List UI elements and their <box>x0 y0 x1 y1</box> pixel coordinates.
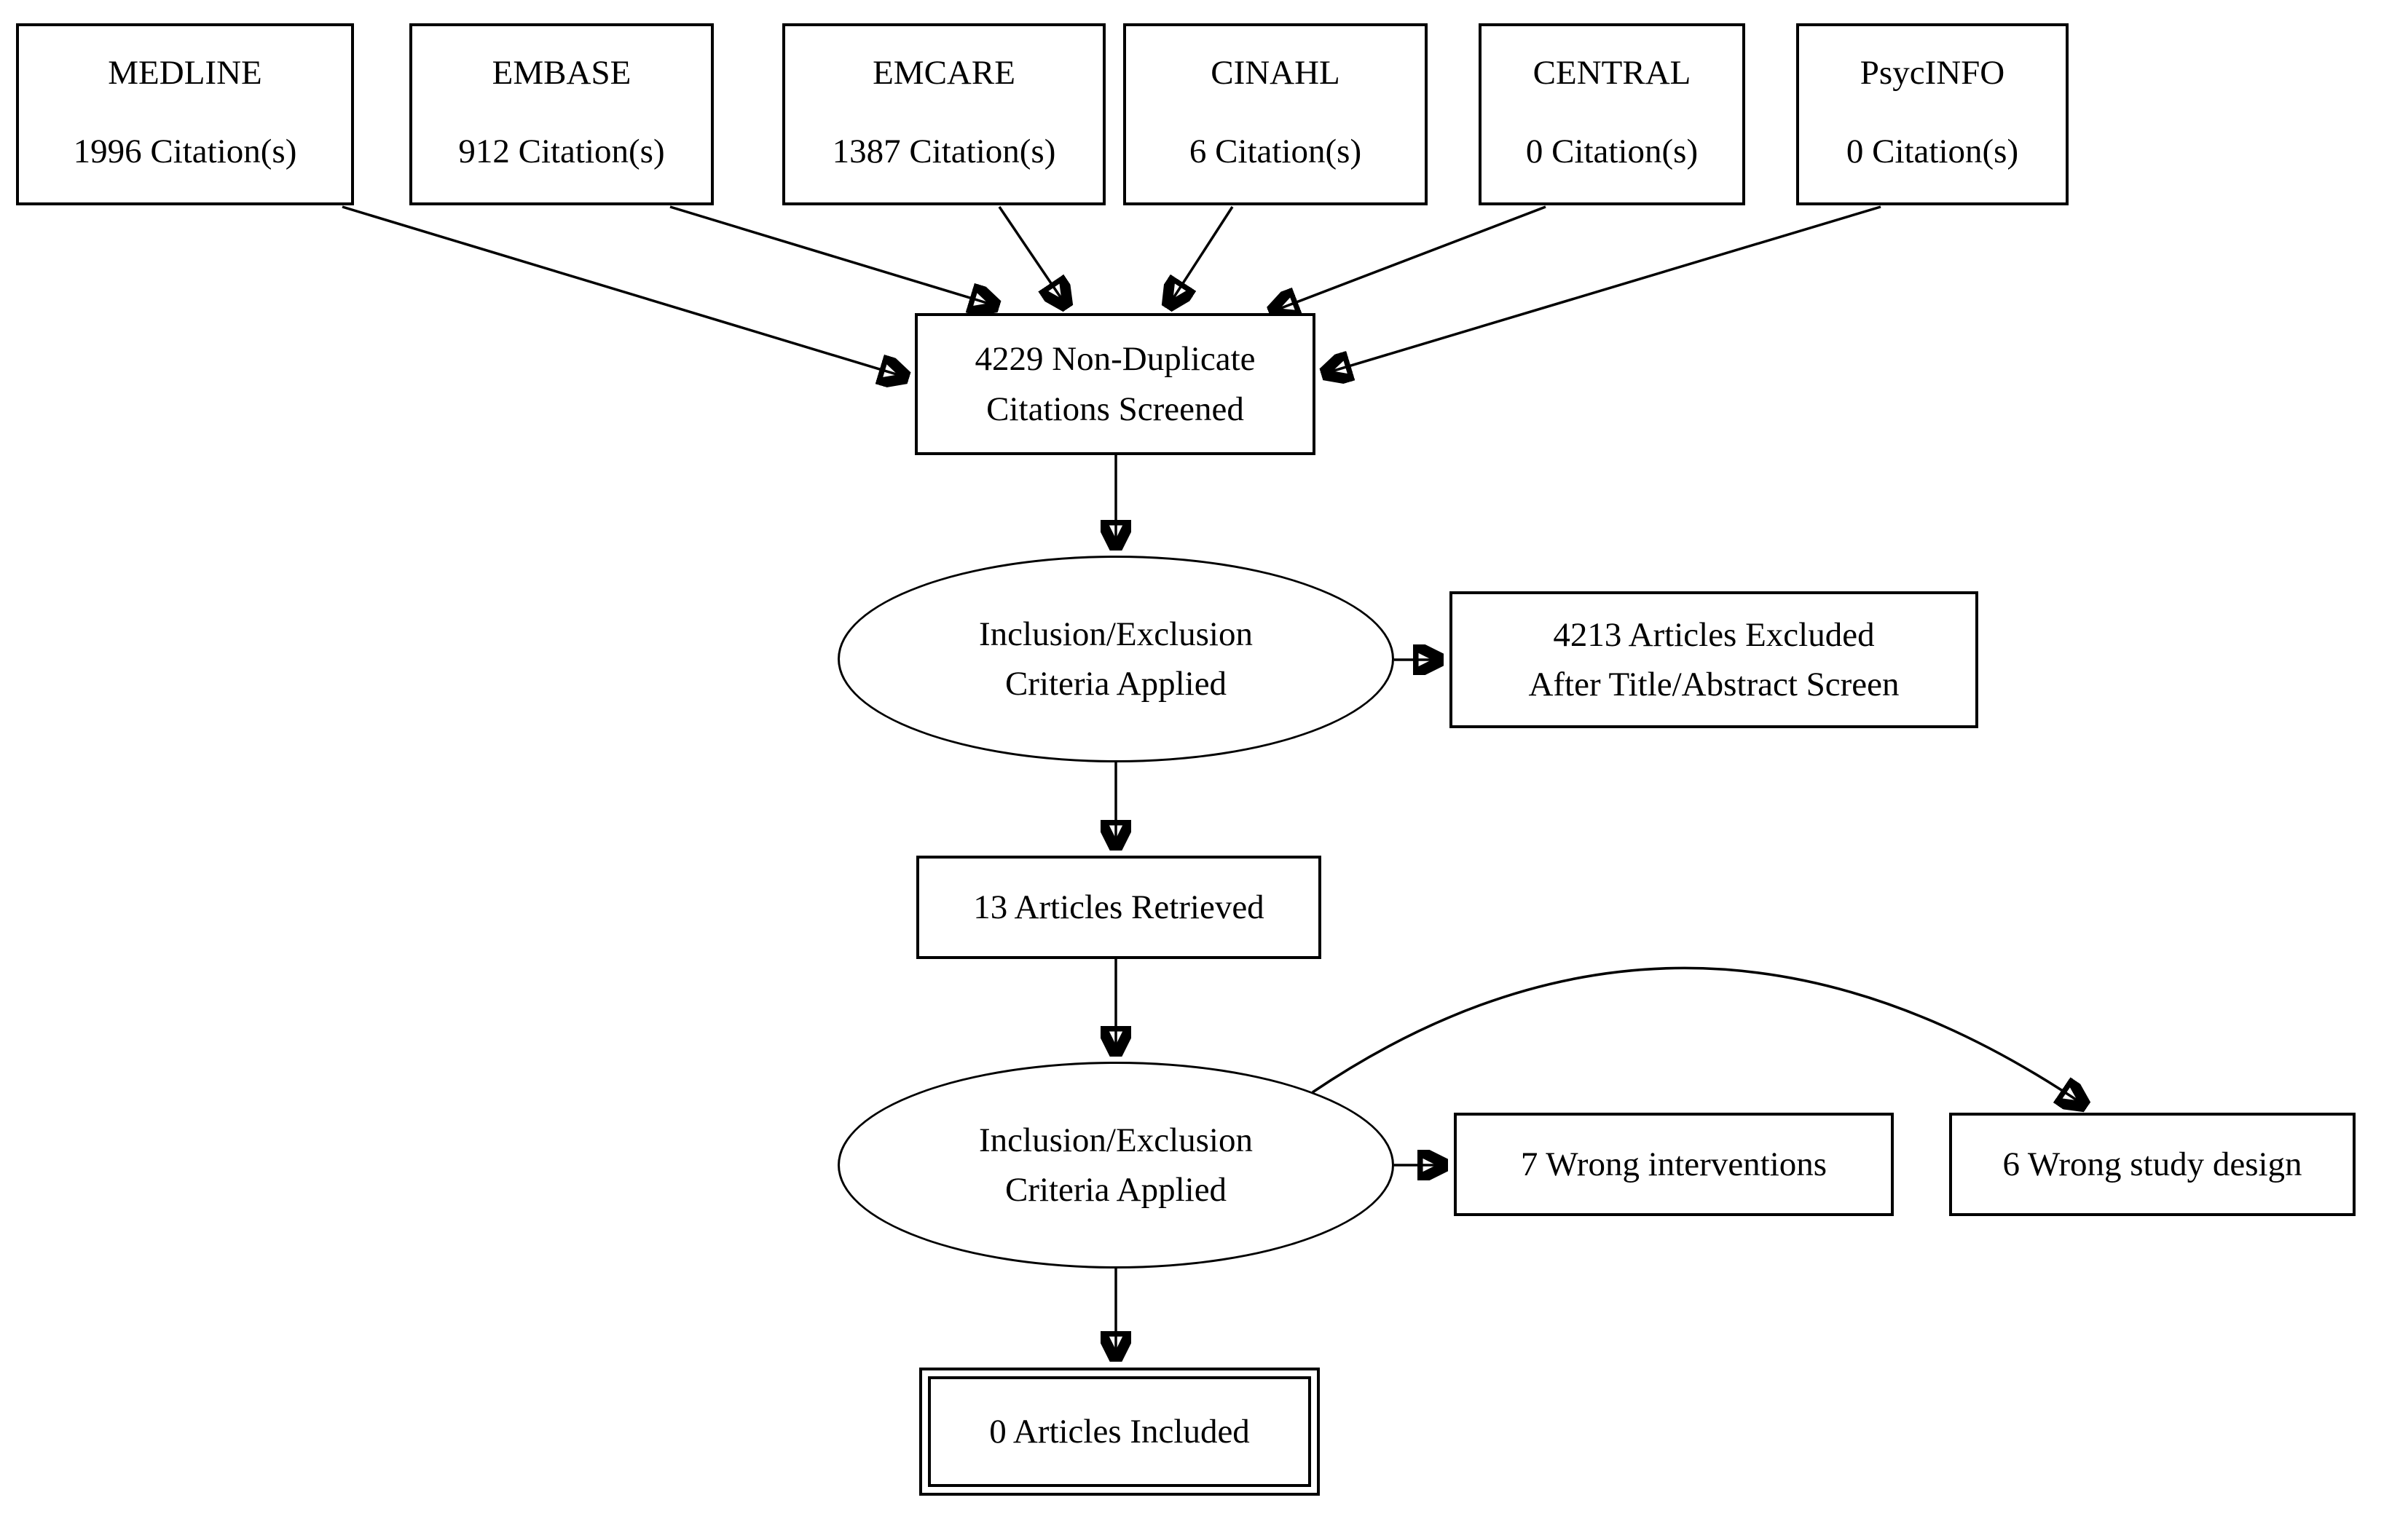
arrow-psycinfo-to-screened <box>1324 205 1881 374</box>
source-name: CENTRAL <box>1532 54 1691 92</box>
included-box-inner-border: 0 Articles Included <box>928 1376 1311 1487</box>
wrong-interventions-label: 7 Wrong interventions <box>1520 1145 1827 1183</box>
screened-box: 4229 Non-Duplicate Citations Screened <box>915 313 1315 455</box>
wrong-study-design-label: 6 Wrong study design <box>2002 1145 2302 1183</box>
arrow-criteria2-to-wrong-study-design <box>1312 966 2085 1105</box>
wrong-interventions-box: 7 Wrong interventions <box>1454 1113 1894 1216</box>
arrow-emcare-to-screened <box>998 206 1066 306</box>
source-box-psycinfo: PsycINFO 0 Citation(s) <box>1796 23 2069 205</box>
retrieved-label: 13 Articles Retrieved <box>973 888 1264 926</box>
criteria-ellipse-first: Inclusion/Exclusion Criteria Applied <box>838 556 1394 762</box>
arrow-embase-to-screened <box>669 205 996 306</box>
source-name: MEDLINE <box>108 54 262 92</box>
source-name: PsycINFO <box>1860 54 2005 92</box>
arrow-medline-to-screened <box>342 205 906 377</box>
screened-line2: Citations Screened <box>986 390 1244 428</box>
criteria-line1: Inclusion/Exclusion <box>979 615 1253 653</box>
source-count: 6 Citation(s) <box>1189 132 1362 170</box>
included-label: 0 Articles Included <box>989 1412 1250 1451</box>
screened-line1: 4229 Non-Duplicate <box>975 340 1256 379</box>
source-name: EMCARE <box>873 54 1015 92</box>
source-box-emcare: EMCARE 1387 Citation(s) <box>782 23 1106 205</box>
arrow-central-to-screened <box>1272 205 1546 312</box>
source-count: 1387 Citation(s) <box>832 132 1056 170</box>
source-count: 0 Citation(s) <box>1846 132 2019 170</box>
criteria-line2: Criteria Applied <box>1004 665 1227 703</box>
source-name: EMBASE <box>492 54 631 92</box>
excluded-line2: After Title/Abstract Screen <box>1528 666 1900 703</box>
source-count: 912 Citation(s) <box>458 132 665 170</box>
source-count: 1996 Citation(s) <box>73 132 297 170</box>
excluded-line1: 4213 Articles Excluded <box>1553 615 1875 654</box>
criteria-ellipse-second: Inclusion/Exclusion Criteria Applied <box>838 1062 1394 1269</box>
excluded-title-abstract-box: 4213 Articles Excluded After Title/Abstr… <box>1449 591 1978 728</box>
criteria-line2: Criteria Applied <box>1004 1171 1227 1209</box>
retrieved-box: 13 Articles Retrieved <box>916 856 1321 959</box>
arrow-cinahl-to-screened <box>1168 206 1234 306</box>
source-name: CINAHL <box>1211 54 1340 92</box>
source-box-central: CENTRAL 0 Citation(s) <box>1479 23 1745 205</box>
source-box-embase: EMBASE 912 Citation(s) <box>409 23 714 205</box>
source-count: 0 Citation(s) <box>1525 132 1699 170</box>
source-box-cinahl: CINAHL 6 Citation(s) <box>1123 23 1428 205</box>
included-box: 0 Articles Included <box>919 1368 1320 1496</box>
wrong-study-design-box: 6 Wrong study design <box>1949 1113 2356 1216</box>
source-box-medline: MEDLINE 1996 Citation(s) <box>16 23 354 205</box>
criteria-line1: Inclusion/Exclusion <box>979 1121 1253 1159</box>
